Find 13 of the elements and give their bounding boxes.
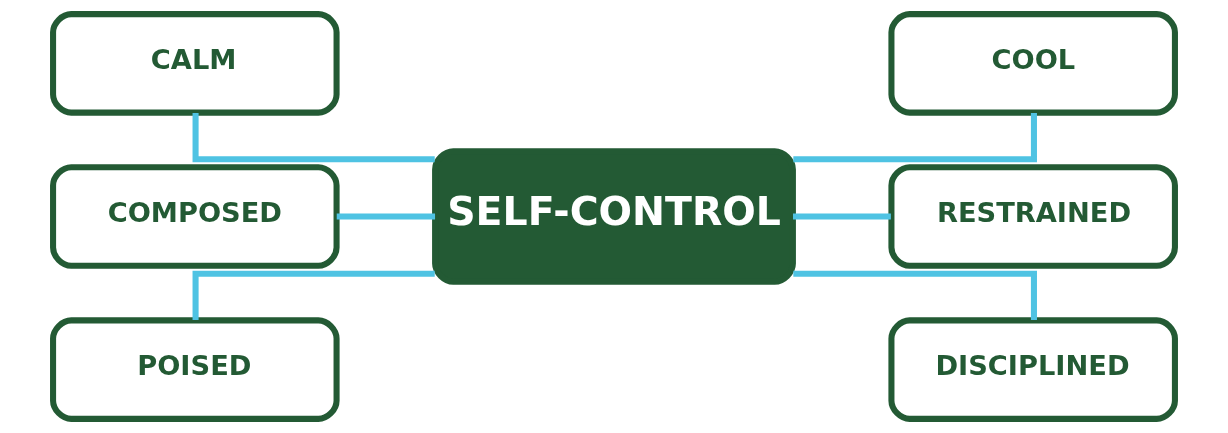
connector: [793, 213, 891, 220]
connector: [336, 213, 436, 220]
connector: [192, 113, 435, 163]
connector: [192, 270, 435, 320]
node-box: COMPOSED: [50, 164, 340, 269]
node-box: DISCIPLINED: [888, 317, 1178, 422]
node-box: POISED: [50, 317, 340, 422]
connector: [793, 270, 1037, 320]
node-box: RESTRAINED: [888, 164, 1178, 269]
node-box: CALM: [50, 11, 340, 116]
node-box: COOL: [888, 11, 1178, 116]
connector: [793, 113, 1037, 163]
node-box: SELF-CONTROL: [432, 148, 796, 285]
